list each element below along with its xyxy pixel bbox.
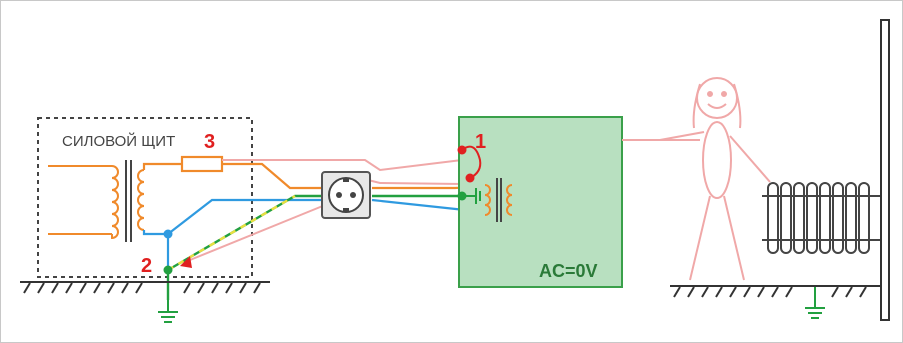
panel-ground-hatch xyxy=(20,281,270,294)
neutral-junction xyxy=(163,229,173,239)
fault-arrow-icon xyxy=(180,256,192,268)
marker-2: 2 xyxy=(141,255,152,277)
panel-transformer xyxy=(48,160,145,242)
person-figure xyxy=(659,77,771,281)
panel-label: СИЛОВОЙ ЩИТ xyxy=(62,132,175,150)
device-box: AC=0V xyxy=(458,116,623,288)
device-ground-node xyxy=(457,191,467,201)
ground-wire xyxy=(166,194,462,300)
fault-bridge xyxy=(461,145,482,179)
floor-hatch xyxy=(670,285,881,298)
device-voltage-label: AC=0V xyxy=(539,261,598,281)
power-panel: СИЛОВОЙ ЩИТ xyxy=(37,117,253,278)
radiator-icon xyxy=(762,182,884,254)
marker-3: 3 xyxy=(204,131,215,153)
floor-ground-icon xyxy=(805,287,825,319)
wall xyxy=(880,19,890,321)
marker-1: 1 xyxy=(475,131,486,153)
panel-ground-icon xyxy=(158,300,178,323)
device-transformer xyxy=(462,178,513,222)
socket-icon xyxy=(321,171,371,219)
ground-junction xyxy=(163,265,173,275)
